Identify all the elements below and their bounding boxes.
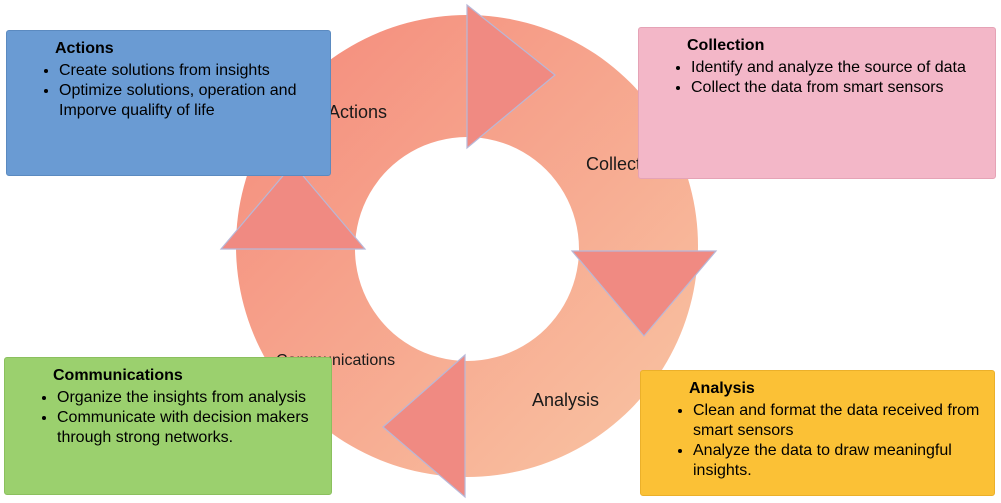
- arrow-bottom: [382, 353, 466, 499]
- actions-box-list: Create solutions from insights Optimize …: [33, 61, 320, 121]
- list-item: Collect the data from smart sensors: [691, 78, 985, 98]
- arrow-right: [570, 250, 718, 337]
- list-item: Optimize solutions, operation and Imporv…: [59, 81, 320, 121]
- analysis-box-title: Analysis: [689, 380, 755, 397]
- arrow-left: [219, 163, 367, 250]
- ring-label-analysis: Analysis: [532, 390, 600, 410]
- actions-box-title: Actions: [55, 40, 114, 57]
- analysis-box: Analysis Clean and format the data recei…: [640, 370, 995, 496]
- collection-box: Collection Identify and analyze the sour…: [638, 27, 996, 179]
- analysis-box-list: Clean and format the data received from …: [667, 401, 984, 481]
- list-item: Communicate with decision makers through…: [57, 408, 321, 448]
- ring-label-actions: Actions: [328, 102, 388, 122]
- list-item: Identify and analyze the source of data: [691, 58, 985, 78]
- arrow-top: [466, 3, 556, 150]
- list-item: Organize the insights from analysis: [57, 388, 321, 408]
- communications-box-title: Communications: [53, 367, 183, 384]
- collection-box-title: Collection: [687, 37, 765, 54]
- communications-box: Communications Organize the insights fro…: [4, 357, 332, 495]
- communications-box-list: Organize the insights from analysis Comm…: [31, 388, 321, 448]
- list-item: Analyze the data to draw meaningful insi…: [693, 441, 984, 481]
- list-item: Create solutions from insights: [59, 61, 320, 81]
- collection-box-list: Identify and analyze the source of data …: [665, 58, 985, 98]
- list-item: Clean and format the data received from …: [693, 401, 984, 441]
- cycle-ring: [236, 15, 699, 478]
- actions-box: Actions Create solutions from insights O…: [6, 30, 331, 176]
